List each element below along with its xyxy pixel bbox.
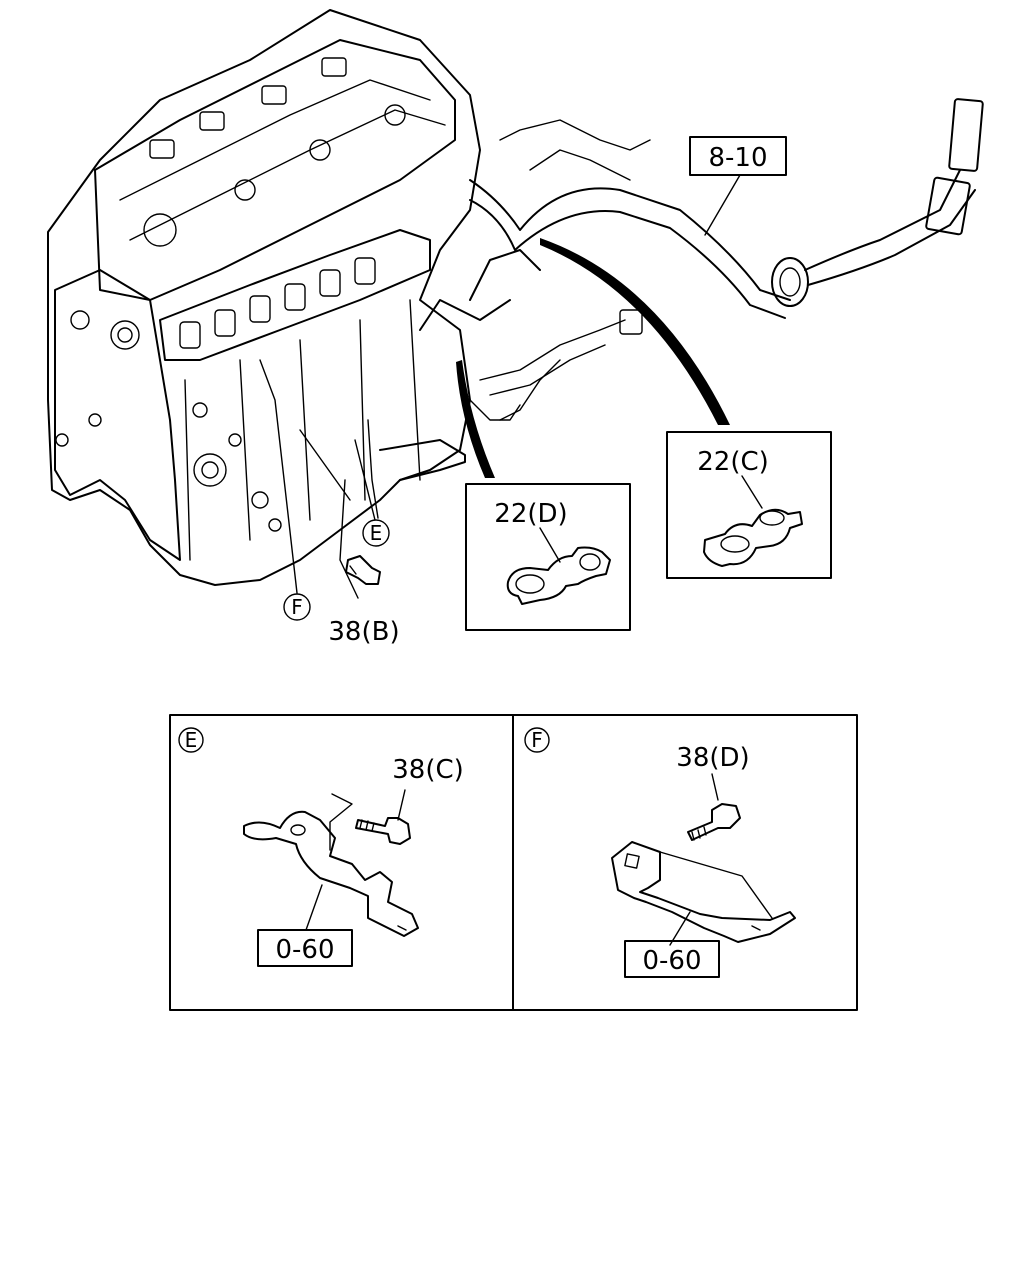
clip-c-inset: 22(C) — [666, 431, 832, 579]
pointer-clip-d — [456, 360, 495, 478]
bolt-c-label: 38(C) — [392, 755, 464, 785]
bracket-e-icon — [243, 810, 419, 937]
leader-e — [367, 419, 379, 519]
detail-panel-f: F 38(D) 0-60 — [524, 727, 796, 978]
marker-e: E — [370, 521, 383, 545]
clip-c-label: 22(C) — [697, 447, 769, 477]
clip-d-inset: 22(D) — [465, 483, 631, 631]
flange-bolt-icon — [687, 803, 741, 841]
panel-e-marker: E — [185, 728, 198, 752]
pointer-clip-c — [540, 238, 730, 425]
detail-panels — [169, 714, 858, 1011]
flange-bolt-icon — [355, 817, 411, 845]
clip-d-label: 22(D) — [494, 499, 567, 529]
leader-38b — [339, 479, 359, 599]
panel-f-marker: F — [531, 728, 543, 752]
bolt-d-label: 38(D) — [676, 743, 749, 773]
leader-f — [259, 359, 298, 594]
hose-clip-icon — [703, 508, 803, 567]
marker-e-circle — [362, 519, 390, 547]
bracket-e-ref-box — [257, 929, 353, 967]
engine-block-icon — [47, 9, 541, 586]
detail-panel-e: E 38(C) 0-60 — [178, 727, 464, 967]
bracket-f-ref: 0-60 — [642, 946, 701, 976]
marker-f-circle — [283, 593, 311, 621]
bracket-e-ref: 0-60 — [275, 935, 334, 965]
bracket-f-icon — [611, 841, 796, 943]
marker-f: F — [291, 595, 303, 619]
flange-bolt-icon — [345, 555, 381, 585]
panel-f-marker-circle — [524, 727, 550, 753]
harness-ref-label: 8-10 — [708, 143, 767, 173]
harness-ref-box — [689, 136, 787, 176]
wiring-harness-icon — [299, 98, 984, 521]
bracket-f-ref-box — [624, 940, 720, 978]
bolt-b-label: 38(B) — [328, 617, 399, 647]
hose-clip-icon — [506, 546, 611, 605]
panel-e-marker-circle — [178, 727, 204, 753]
